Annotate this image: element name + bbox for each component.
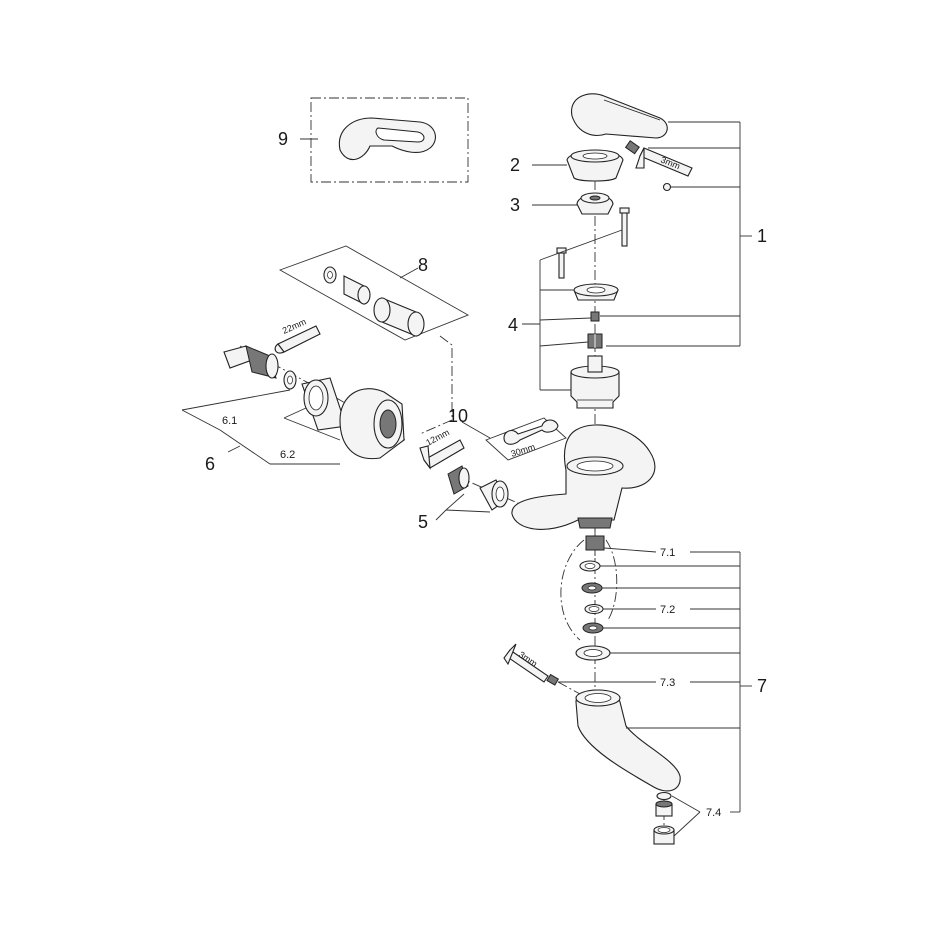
leader-7-4b (673, 811, 701, 837)
callout-7-3: 7.3 (660, 677, 675, 689)
grub-screw-spout (546, 673, 560, 686)
leader-6-2a (283, 407, 307, 419)
clamping-ring (573, 283, 619, 301)
eccentric-connector (223, 345, 279, 379)
spout (575, 689, 681, 792)
callout-6-1: 6.1 (222, 415, 237, 427)
mixer-body (511, 424, 656, 530)
leader-4c (539, 317, 592, 321)
box-8-frame (278, 245, 470, 341)
axis-8 (419, 335, 453, 435)
nipple-8 (343, 275, 371, 305)
axis-screw (557, 681, 581, 695)
leader-4d (539, 341, 589, 347)
leader-5b (445, 509, 491, 513)
leader-5a (445, 493, 465, 511)
leader-8 (399, 267, 419, 279)
washer-8 (323, 266, 337, 284)
leader-7-1 (603, 547, 657, 553)
o-ring-7-1 (579, 560, 601, 572)
wrench-30mm: 30mm (503, 419, 559, 459)
cap-cover (566, 149, 624, 182)
slide-ring (575, 645, 611, 661)
cartridge (570, 355, 620, 409)
leader-6-1b (181, 409, 221, 431)
grub-screw-top (624, 140, 640, 155)
callout-9: 9 (278, 129, 288, 149)
box-10-frame (485, 417, 567, 461)
callout-6: 6 (205, 454, 215, 474)
adapter-part (576, 192, 614, 215)
union-nut-5 (479, 479, 509, 511)
callout-3: 3 (510, 195, 520, 215)
leader-10 (461, 421, 491, 439)
callout-7-2: 7.2 (660, 604, 675, 616)
fixing-screw-long (619, 207, 630, 247)
callout-2: 2 (510, 155, 520, 175)
sleeve-6 (301, 377, 347, 431)
callout-5: 5 (418, 512, 428, 532)
hex-key-12mm: 12mm (419, 427, 465, 470)
hex-key-3mm-top: 3mm (635, 147, 693, 177)
small-screw (590, 311, 600, 322)
hex-nut-upper (581, 582, 603, 594)
aerator-housing (653, 825, 675, 845)
leader-4a (539, 229, 623, 261)
lever-handle-alt (338, 117, 436, 161)
axis-5 (455, 475, 521, 505)
leader-6-main (227, 445, 241, 453)
aerator-washer (656, 791, 672, 801)
leader-7-4a (671, 795, 701, 813)
hex-key-22mm: 22mm (274, 317, 321, 354)
hex-key-3mm-bottom: 3mm (503, 643, 549, 683)
box-9-frame (310, 97, 469, 183)
axis-arc-right (605, 539, 618, 621)
axis-arc-left (560, 539, 585, 641)
screw-cap-top (662, 182, 672, 192)
callout-6-2: 6.2 (280, 449, 295, 461)
callout-7-1: 7.1 (660, 547, 675, 559)
connector-nipple-5 (447, 465, 470, 495)
callout-8: 8 (418, 255, 428, 275)
leader-6-2b (283, 417, 341, 441)
rosette-6 (339, 388, 405, 460)
callout-7-4: 7.4 (706, 807, 721, 819)
callout-1: 1 (757, 226, 767, 246)
leader-5-main (435, 509, 447, 521)
callout-7: 7 (757, 676, 767, 696)
spindle-extension (587, 333, 603, 349)
washer-6 (283, 370, 297, 390)
hex-nut-lower (582, 622, 604, 634)
aerator-insert (655, 800, 673, 817)
callout-10: 10 (448, 406, 468, 426)
callout-4: 4 (508, 315, 518, 335)
check-valve (585, 535, 605, 551)
leader-6-1a (181, 389, 291, 411)
lever-handle (571, 93, 668, 139)
sleeve-8 (373, 297, 425, 337)
o-ring-7-2 (584, 603, 604, 615)
bracket-6 (219, 429, 271, 465)
